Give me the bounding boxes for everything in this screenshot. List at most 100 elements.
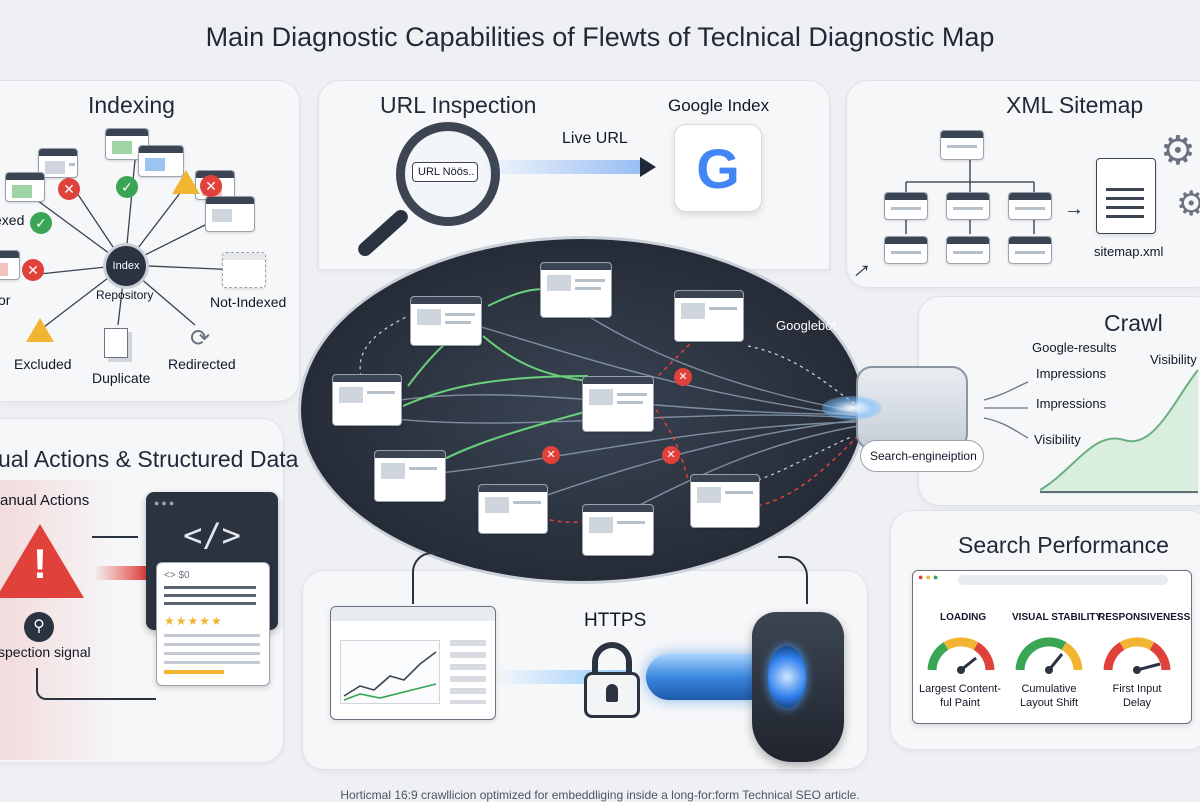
oval-connector (778, 556, 808, 604)
feedback-loop-line (36, 668, 156, 700)
sitemap-node (884, 236, 928, 264)
page-node (582, 376, 654, 432)
snippet-lines (164, 634, 260, 664)
arrow-right-icon (94, 566, 146, 580)
manual-actions-label: anual Actions (0, 492, 90, 509)
warning-icon (172, 170, 200, 194)
crawl-metric: Impressions (1036, 366, 1107, 381)
index-hub-icon (106, 246, 146, 286)
label-redirected: Redirected (168, 356, 236, 372)
page-node (582, 504, 654, 556)
sitemap-file-label: sitemap.xml (1094, 244, 1164, 259)
sitemap-node (940, 130, 984, 160)
google-g-icon: G (696, 137, 740, 200)
inspection-signal-label: spection signal (0, 644, 91, 660)
gauge-name: First Input Delay (1112, 683, 1162, 709)
padlock-keyhole (606, 684, 618, 702)
warning-icon-mark: ! (33, 540, 47, 587)
blocked-icon: ✕ (674, 368, 692, 386)
index-hub-label: Index (112, 260, 140, 272)
footer-caption: Horticmal 16:9 crawllicion optimized for… (340, 788, 860, 802)
error-icon: ✕ (58, 178, 80, 200)
arrow-right-icon: → (1064, 198, 1084, 220)
page-node (374, 450, 446, 502)
not-indexed-page (222, 252, 266, 288)
crawl-metric: Visibility (1150, 352, 1197, 367)
gauge-heading: LOADING (940, 612, 987, 623)
cls-gauge (1015, 637, 1083, 674)
warning-icon (0, 524, 84, 598)
window-dots: ●●● (918, 572, 941, 582)
google-logo-tile (674, 124, 762, 212)
page-thumb (0, 250, 20, 280)
sitemap-node (884, 192, 928, 220)
structured-data-card (156, 562, 270, 686)
site-preview-trend (343, 651, 437, 701)
live-url-label: Live URL (562, 130, 628, 147)
manual-actions-heading: ual Actions & Structured Data (0, 446, 299, 472)
error-icon: ✕ (200, 175, 222, 197)
gauge-heading: VISUAL STABILITY (1012, 612, 1103, 623)
sitemap-node (946, 236, 990, 264)
search-engine-glow (822, 396, 882, 420)
structured-data-snippet: <> $0 (164, 570, 190, 581)
search-engine-cloud (860, 440, 984, 472)
blocked-icon: ✕ (542, 446, 560, 464)
duplicate-icon (104, 328, 128, 358)
page-thumb (38, 148, 78, 178)
page-node (478, 484, 548, 534)
crawl-metric: Impressions (1036, 396, 1107, 411)
arrow-right-icon (92, 536, 138, 538)
gear-icon: ⚙ (1176, 185, 1200, 223)
crawl-heading: Crawl (1104, 310, 1163, 336)
rating-stars: ★★★★★ (164, 614, 223, 628)
label-error: or (0, 292, 11, 308)
code-brackets: </> (183, 516, 241, 554)
warning-icon (26, 318, 54, 342)
check-icon: ✓ (30, 212, 52, 234)
padlock-shackle (592, 642, 632, 676)
google-index-label: Google Index (668, 96, 770, 115)
check-icon: ✓ (116, 176, 138, 198)
crawl-metric: Google-results (1032, 340, 1117, 355)
xml-sitemap-heading: XML Sitemap (1006, 92, 1144, 118)
site-preview-bar (331, 607, 495, 621)
page-node (332, 374, 402, 426)
sitemap-node (1008, 192, 1052, 220)
sitemap-node (1008, 236, 1052, 264)
sitemap-tree-lines (905, 160, 1035, 234)
file-lines (1106, 188, 1144, 222)
googlebot-label: Googlebot (776, 318, 836, 333)
label-duplicate: Duplicate (92, 370, 151, 386)
highlight-bar (164, 670, 224, 674)
url-search-box (412, 162, 478, 182)
label-not-indexed: Not-Indexed (210, 294, 287, 310)
label-indexed: exed (0, 212, 25, 228)
address-bar (958, 575, 1168, 585)
indexing-heading: Indexing (88, 92, 175, 118)
gauge-heading: RESPONSIVENESS (1098, 612, 1191, 623)
page-node (690, 474, 760, 528)
error-icon: ✕ (22, 259, 44, 281)
gauge-name: Largest Content-ful Paint (919, 683, 1001, 709)
redirect-icon: ⟳ (190, 325, 211, 352)
page-node (410, 296, 482, 346)
sitemap-node (946, 192, 990, 220)
inspect-icon: ⚲ (24, 612, 54, 642)
encrypted-tunnel (646, 654, 772, 700)
site-preview-sidebar (450, 640, 486, 704)
code-window-dots: ●●● (154, 498, 177, 508)
url-inspection-heading: URL Inspection (380, 92, 537, 118)
gauge-name: Cumulative Layout Shift (1019, 683, 1079, 709)
live-url-beam (480, 160, 650, 174)
gear-icon: ⚙ (1160, 129, 1196, 173)
page-thumb (5, 172, 45, 202)
manual-alert-glow (0, 480, 120, 760)
crawl-metric: Visibility (1034, 432, 1081, 447)
fid-gauge (1103, 637, 1171, 674)
crawl-trend-chart (984, 369, 1199, 494)
label-excluded: Excluded (14, 356, 72, 372)
https-label: HTTPS (584, 610, 647, 631)
index-hub-caption: Repository (96, 288, 154, 302)
oval-connector (412, 552, 442, 604)
